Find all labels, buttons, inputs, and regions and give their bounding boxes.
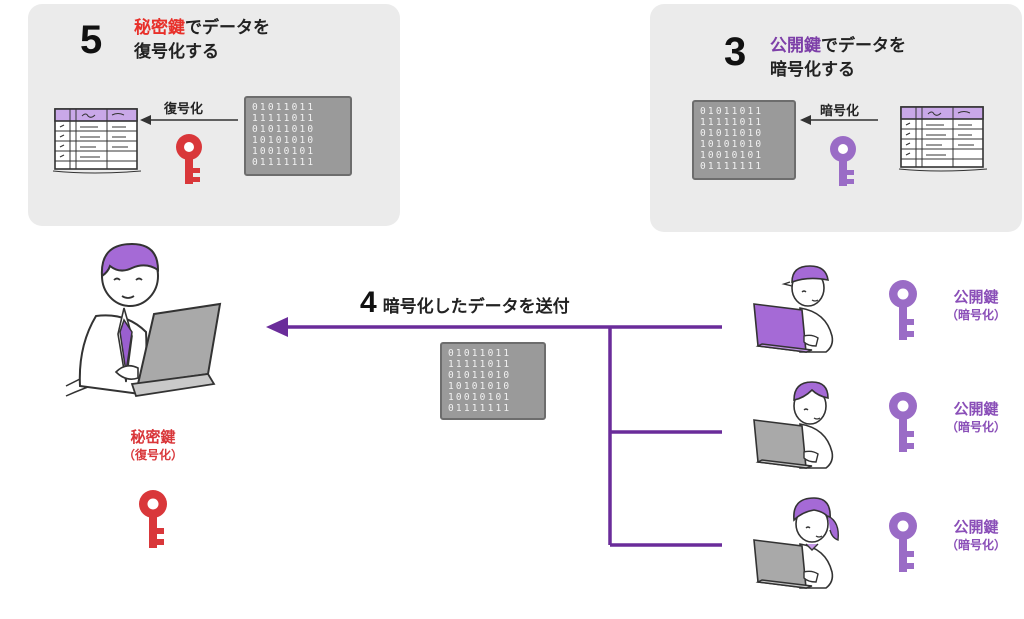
binary-row: 01011011 — [448, 348, 512, 359]
spreadsheet-document-icon — [898, 106, 988, 172]
step5-title: 秘密鍵でデータを 復号化する — [134, 16, 270, 64]
step4-number: 4 — [360, 286, 377, 319]
binary-row: 11111011 — [700, 117, 764, 128]
binary-row: 11111011 — [448, 359, 512, 370]
step3-title-line1: でデータを — [821, 36, 906, 56]
step5-title-line1: でデータを — [185, 18, 270, 38]
encrypt-arrow — [800, 115, 878, 125]
person-with-laptop-icon — [753, 497, 839, 589]
step3-title: 公開鍵でデータを 暗号化する — [770, 34, 906, 82]
public-key-role: （暗号化） — [945, 420, 1006, 434]
binary-row: 10010101 — [448, 392, 512, 403]
step4-label: 4 暗号化したデータを送付 — [360, 286, 570, 320]
step3-number: 3 — [724, 30, 747, 74]
public-key-label: 公開鍵 （暗号化） — [936, 400, 1016, 436]
binary-row: 01111111 — [448, 403, 512, 414]
binary-data-icon: 01011011 11111011 01011010 10101010 1001… — [244, 96, 352, 176]
private-key-icon — [176, 134, 202, 184]
public-key-name: 公開鍵 — [953, 400, 999, 418]
binary-data-icon: 01011011 11111011 01011010 10101010 1001… — [692, 100, 796, 180]
step5-key-word: 秘密鍵 — [134, 18, 185, 38]
private-key-label: 秘密鍵 （復号化） — [108, 428, 198, 464]
person-with-laptop-icon — [65, 242, 222, 398]
binary-row: 11111011 — [252, 113, 316, 124]
public-key-role: （暗号化） — [945, 308, 1006, 322]
public-key-icon — [889, 512, 917, 572]
private-key-name: 秘密鍵 — [130, 428, 176, 446]
public-key-name: 公開鍵 — [953, 518, 999, 536]
public-key-icon — [889, 392, 917, 452]
public-key-label: 公開鍵 （暗号化） — [936, 288, 1016, 324]
step3-title-line2: 暗号化する — [770, 60, 855, 80]
binary-row: 01111111 — [252, 157, 316, 168]
public-key-icon — [889, 280, 917, 340]
step3-arrow-label: 暗号化 — [820, 104, 860, 119]
person-with-laptop-icon — [753, 381, 834, 469]
step5-arrow-label: 復号化 — [164, 102, 204, 117]
private-key-icon — [139, 490, 167, 548]
spreadsheet-document-icon — [52, 108, 142, 174]
public-key-role: （暗号化） — [945, 538, 1006, 552]
binary-row: 10101010 — [252, 135, 316, 146]
binary-row: 01011010 — [252, 124, 316, 135]
public-key-name: 公開鍵 — [953, 288, 999, 306]
public-key-icon — [830, 136, 856, 186]
binary-row: 01011011 — [700, 106, 764, 117]
binary-row: 10010101 — [700, 150, 764, 161]
step5-title-line2: 復号化する — [134, 42, 219, 62]
decrypt-arrow — [140, 115, 238, 125]
binary-data-icon: 01011011 11111011 01011010 10101010 1001… — [440, 342, 546, 420]
step5-number: 5 — [80, 18, 103, 62]
binary-row: 10101010 — [448, 381, 512, 392]
binary-row: 01011010 — [448, 370, 512, 381]
step3-key-word: 公開鍵 — [770, 36, 821, 56]
binary-row: 01011010 — [700, 128, 764, 139]
binary-row: 01011011 — [252, 102, 316, 113]
private-key-role: （復号化） — [122, 448, 183, 462]
binary-row: 01111111 — [700, 161, 764, 172]
public-key-label: 公開鍵 （暗号化） — [936, 518, 1016, 554]
binary-row: 10010101 — [252, 146, 316, 157]
binary-row: 10101010 — [700, 139, 764, 150]
person-with-laptop-icon — [753, 265, 834, 353]
step4-text: 暗号化したデータを送付 — [382, 297, 570, 317]
